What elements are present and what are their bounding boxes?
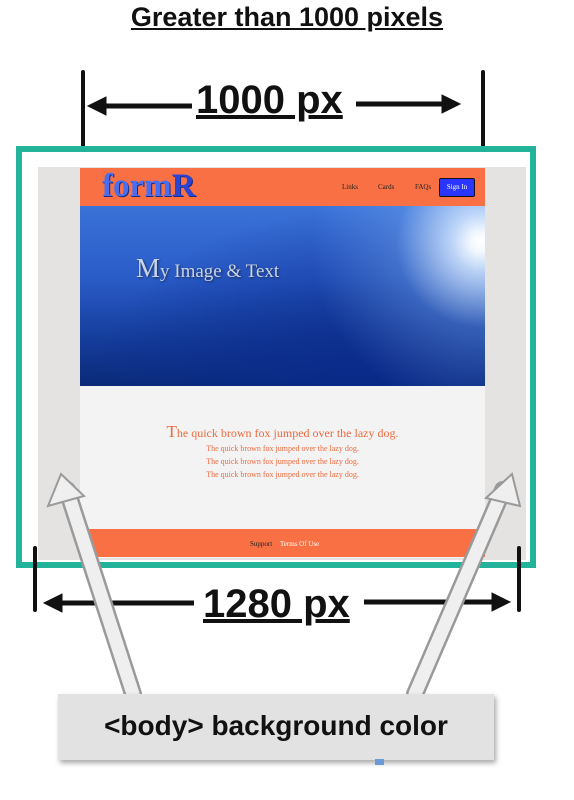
arrow-1000-right bbox=[356, 94, 462, 114]
footer-terms-link[interactable]: Terms Of Use bbox=[280, 540, 320, 548]
left-1280-marker bbox=[33, 546, 37, 612]
content-line: The quick brown fox jumped over the lazy… bbox=[206, 457, 359, 466]
arrow-1280-left bbox=[42, 593, 194, 613]
arrow-1000-left bbox=[86, 96, 192, 116]
hero-text: My Image & Text bbox=[136, 253, 279, 284]
resize-handle[interactable] bbox=[375, 759, 384, 765]
inner-width-label: 1000 px bbox=[196, 78, 343, 122]
signin-button[interactable]: Sign In bbox=[439, 178, 475, 197]
left-1000-marker bbox=[81, 70, 85, 178]
diagram-title: Greater than 1000 pixels bbox=[130, 2, 444, 32]
content-line: The quick brown fox jumped over the lazy… bbox=[206, 470, 359, 479]
callout-box bbox=[58, 694, 494, 760]
lead-sentence: The quick brown fox jumped over the lazy… bbox=[80, 422, 485, 442]
right-1280-marker bbox=[517, 546, 521, 612]
right-1000-marker bbox=[481, 70, 485, 178]
hero-initial: M bbox=[136, 253, 161, 283]
footer-support-link[interactable]: Support bbox=[250, 540, 273, 548]
lead-initial: T bbox=[166, 422, 177, 441]
outer-width-label: 1280 px bbox=[203, 582, 350, 626]
footer bbox=[80, 529, 485, 557]
hero-image bbox=[80, 206, 485, 386]
callout-label: <body> background color bbox=[104, 710, 448, 741]
logo-accent: R bbox=[171, 168, 196, 204]
arrow-1280-right bbox=[364, 592, 512, 612]
logo-main: form bbox=[102, 168, 172, 204]
lead-rest: he quick brown fox jumped over the lazy … bbox=[176, 426, 399, 440]
pointer-left bbox=[46, 472, 142, 703]
logo[interactable]: formR bbox=[102, 168, 195, 205]
nav-faqs[interactable]: FAQs bbox=[415, 183, 432, 191]
pointer-right bbox=[406, 472, 522, 703]
nav-links[interactable]: Links bbox=[342, 183, 358, 191]
navbar bbox=[80, 168, 485, 206]
hero-rest: y Image & Text bbox=[160, 261, 280, 282]
content-line: The quick brown fox jumped over the lazy… bbox=[206, 444, 359, 453]
nav-cards[interactable]: Cards bbox=[378, 183, 395, 191]
